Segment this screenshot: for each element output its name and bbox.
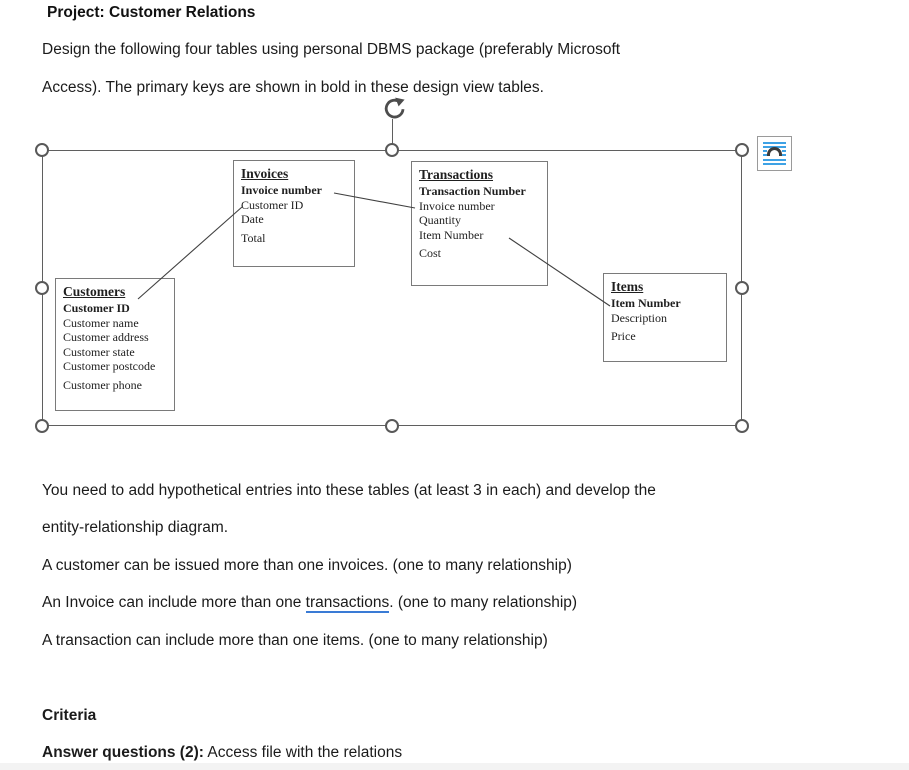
layout-options-button[interactable] bbox=[757, 136, 792, 171]
rotate-handle-icon[interactable] bbox=[381, 95, 407, 121]
resize-handle-top-left[interactable] bbox=[35, 143, 49, 157]
field-label: Item Number bbox=[611, 296, 681, 310]
answer-questions-text: Access file with the relations bbox=[203, 744, 403, 761]
field-label: Invoice number bbox=[241, 183, 322, 197]
layout-options-icon bbox=[758, 137, 791, 170]
field-label: Customer address bbox=[63, 330, 149, 344]
relationship-line-2-prefix: An Invoice can include more than one bbox=[42, 594, 306, 611]
page-bottom-edge bbox=[0, 763, 909, 770]
relationship-line-1: A customer can be issued more than one i… bbox=[42, 557, 572, 574]
relationship-line-2: An Invoice can include more than one tra… bbox=[42, 593, 578, 613]
field-label: Total bbox=[241, 230, 266, 245]
field-label: Invoice number bbox=[419, 198, 495, 213]
relationship-line-3: A transaction can include more than one … bbox=[42, 632, 548, 649]
field-label: Customer postcode bbox=[63, 359, 156, 373]
field-label: Customer ID bbox=[241, 197, 304, 212]
field-label: Customer name bbox=[63, 315, 139, 330]
table-box-invoices: Invoices Invoice number Customer ID Date… bbox=[233, 160, 355, 267]
criteria-heading: Criteria bbox=[42, 707, 97, 724]
resize-handle-middle-left[interactable] bbox=[35, 281, 49, 295]
field-label: Date bbox=[241, 212, 264, 226]
answer-questions-label: Answer questions (2): bbox=[42, 744, 204, 761]
rotate-handle-stem bbox=[392, 119, 393, 146]
table-title-items: Items bbox=[611, 279, 644, 294]
table-box-transactions: Transactions Transaction Number Invoice … bbox=[411, 161, 548, 286]
resize-handle-middle-right[interactable] bbox=[735, 281, 749, 295]
table-title-transactions: Transactions bbox=[419, 167, 494, 182]
answer-questions-line: Answer questions (2): Access file with t… bbox=[42, 743, 402, 762]
field-label: Description bbox=[611, 310, 667, 325]
relationship-line-2-suffix: . (one to many relationship) bbox=[389, 594, 578, 611]
grammar-flagged-word[interactable]: transactions bbox=[305, 594, 390, 613]
resize-handle-bottom-right[interactable] bbox=[735, 419, 749, 433]
table-title-invoices: Invoices bbox=[241, 166, 289, 181]
intro-paragraph-line2: Access). The primary keys are shown in b… bbox=[42, 79, 544, 96]
intro-paragraph-line1: Design the following four tables using p… bbox=[42, 41, 621, 58]
field-label: Customer state bbox=[63, 344, 135, 359]
resize-handle-top-middle[interactable] bbox=[385, 143, 399, 157]
table-box-items: Items Item Number Description Price bbox=[603, 273, 727, 362]
field-label: Customer ID bbox=[63, 301, 130, 315]
field-label: Quantity bbox=[419, 213, 461, 227]
table-title-customers: Customers bbox=[63, 284, 126, 299]
body-paragraph-line1: You need to add hypothetical entries int… bbox=[42, 482, 656, 499]
field-label: Cost bbox=[419, 246, 442, 260]
field-label: Customer phone bbox=[63, 377, 142, 392]
table-box-customers: Customers Customer ID Customer name Cust… bbox=[55, 278, 175, 411]
field-label: Transaction Number bbox=[419, 184, 526, 198]
field-label: Price bbox=[611, 329, 636, 343]
resize-handle-bottom-left[interactable] bbox=[35, 419, 49, 433]
page-title: Project: Customer Relations bbox=[47, 4, 256, 21]
resize-handle-top-right[interactable] bbox=[735, 143, 749, 157]
body-paragraph-line2: entity-relationship diagram. bbox=[42, 519, 229, 536]
field-label: Item Number bbox=[419, 227, 484, 242]
resize-handle-bottom-middle[interactable] bbox=[385, 419, 399, 433]
